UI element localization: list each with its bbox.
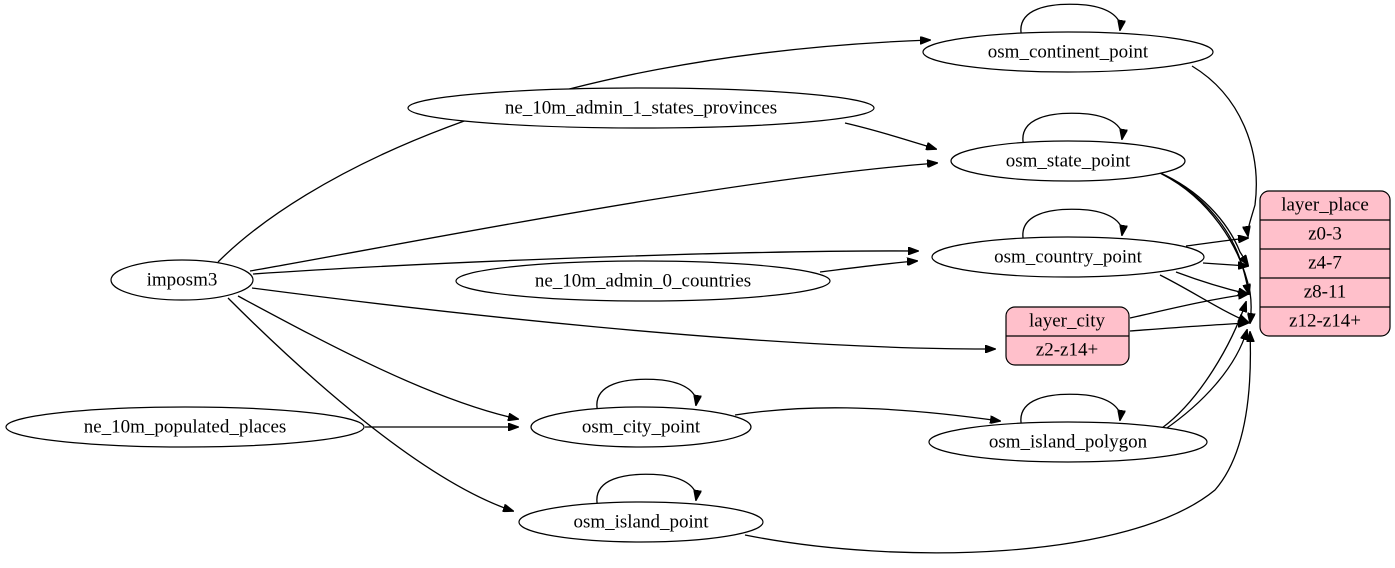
node-ne_10m_admin_0_countries[interactable]: ne_10m_admin_0_countries bbox=[455, 260, 831, 302]
edge-osm_island_polygon-to-layer_place-z12-z14+ bbox=[1163, 330, 1247, 431]
node-ne_10m_admin_1_states_provinces[interactable]: ne_10m_admin_1_states_provinces bbox=[407, 87, 875, 129]
edge-selfloop-osm_city_point bbox=[596, 378, 696, 414]
edge-layer_city-to-layer_place-z12-z14+ bbox=[1129, 323, 1248, 332]
node-osm_island_point[interactable]: osm_island_point bbox=[518, 501, 764, 543]
edge-ne_countries-to-osm_country_point bbox=[819, 261, 917, 273]
node-osm_island_polygon[interactable]: osm_island_polygon bbox=[928, 421, 1208, 463]
node-osm_state_point[interactable]: osm_state_point bbox=[950, 140, 1186, 182]
edge-ne_states-to-osm_state_point bbox=[844, 122, 936, 149]
node-osm_continent_point[interactable]: osm_continent_point bbox=[922, 31, 1214, 73]
node-osm_city_point[interactable]: osm_city_point bbox=[530, 406, 752, 448]
node-layer_place[interactable]: layer_place z0-3 z4-7 z8-11 z12-z14+ bbox=[1259, 190, 1391, 337]
edge-selfloop-osm_country_point bbox=[1022, 208, 1122, 244]
edge-osm_state_point-to-layer_place-z4-7 bbox=[1157, 171, 1248, 265]
edge-osm_city_point-to-osm_island_polygon bbox=[734, 407, 1000, 421]
edge-imposm3-to-osm_continent_point bbox=[217, 40, 930, 263]
edge-selfloop-osm_continent_point bbox=[1020, 3, 1120, 39]
nodes-layer: imposm3 ne_10m_admin_1_states_provinces … bbox=[5, 31, 1214, 543]
edge-osm_country_point-to-layer_place-z12-z14+ bbox=[1159, 274, 1248, 322]
edge-selfloop-osm_state_point bbox=[1022, 112, 1122, 148]
node-imposm3[interactable]: imposm3 bbox=[110, 259, 254, 301]
edge-imposm3-to-layer_city bbox=[251, 287, 995, 349]
edge-osm_country_point-to-layer_place-z8-11 bbox=[1175, 271, 1248, 294]
edge-osm_state_point-to-layer_place-z8-11 bbox=[1159, 172, 1249, 294]
edge-imposm3-to-osm_state_point bbox=[249, 163, 937, 272]
edge-selfloop-osm_island_point bbox=[596, 473, 696, 509]
edge-imposm3-to-osm_country_point bbox=[252, 251, 918, 275]
edge-imposm3-to-osm_city_point bbox=[237, 295, 518, 419]
edge-osm_country_point-to-layer_place-z4-7 bbox=[1202, 263, 1248, 266]
record-nodes-layer: layer_place z0-3 z4-7 z8-11 z12-z14+ lay… bbox=[1005, 190, 1391, 366]
edge-osm_island_polygon-to-layer_place-z8-11 bbox=[1161, 302, 1246, 429]
node-osm_country_point[interactable]: osm_country_point bbox=[931, 236, 1205, 278]
edge-selfloop-osm_island_polygon bbox=[1020, 393, 1120, 429]
edge-osm_continent_point-to-layer_place-z0-3 bbox=[1191, 65, 1257, 236]
edges-layer bbox=[217, 3, 1257, 554]
node-layer_city[interactable]: layer_city z2-z14+ bbox=[1005, 306, 1130, 366]
edge-layer_city-to-layer_place-z8-11 bbox=[1129, 294, 1248, 319]
node-ne_10m_populated_places[interactable]: ne_10m_populated_places bbox=[5, 406, 365, 448]
edge-imposm3-to-osm_island_point bbox=[227, 297, 513, 511]
edge-osm_state_point-to-layer_place-z12-z14+ bbox=[1161, 173, 1251, 323]
edge-osm_country_point-to-layer_place-z0-3 bbox=[1185, 238, 1248, 247]
edge-osm_island_point-to-layer_place-z12-z14+ bbox=[744, 332, 1250, 554]
